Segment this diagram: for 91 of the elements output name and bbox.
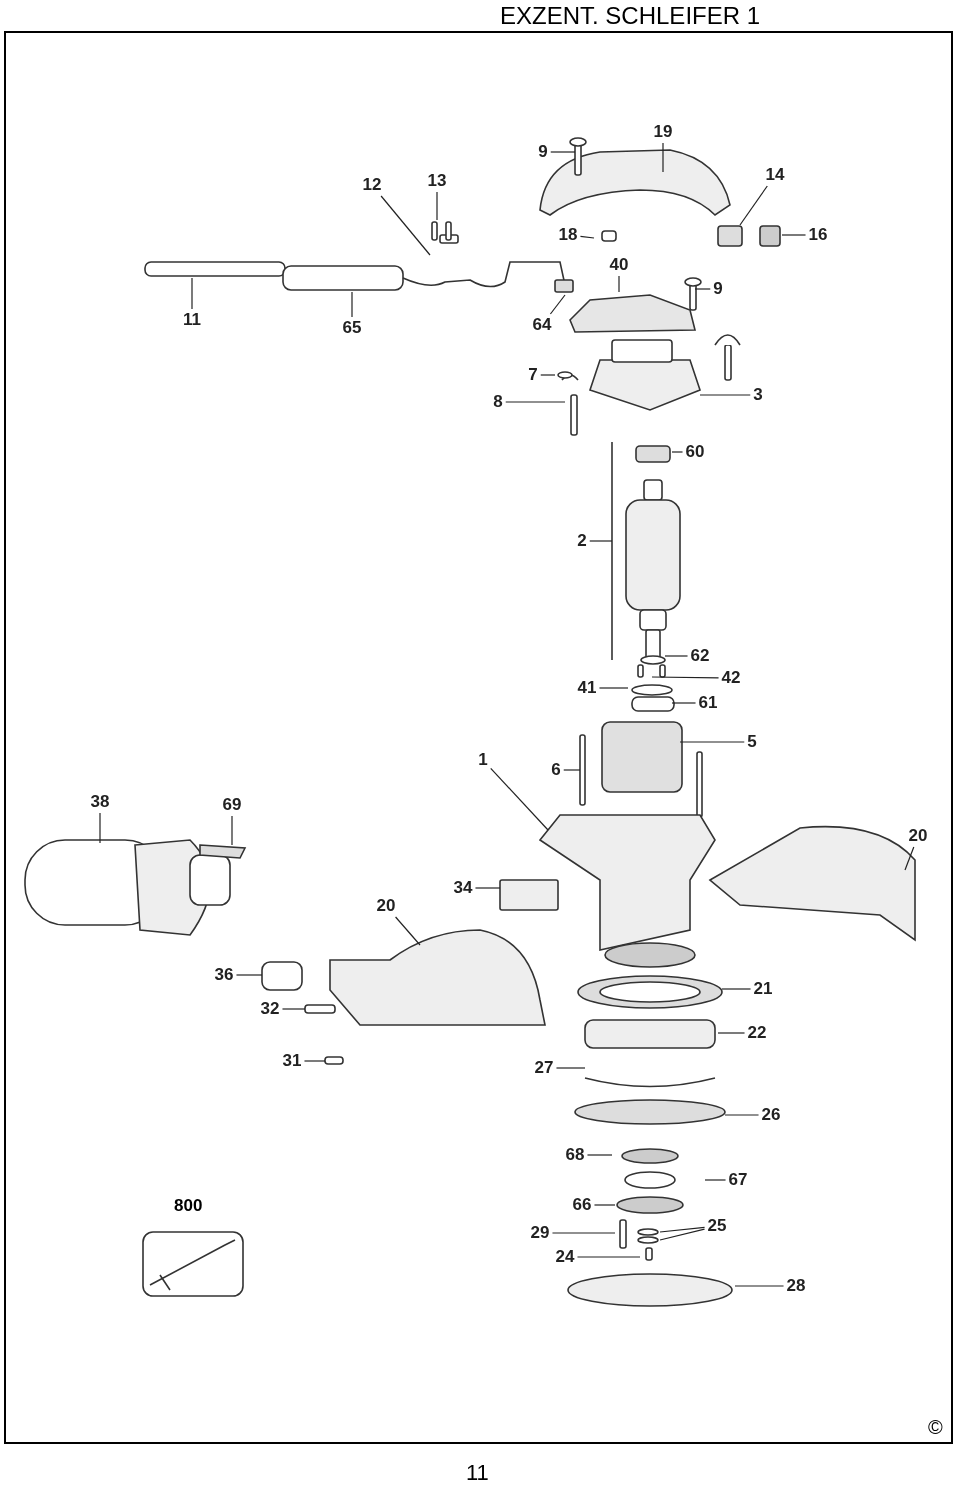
callout-number: 62 [689,647,711,665]
leader-line [694,288,711,290]
leader-line [659,1228,706,1241]
callout-number: 28 [785,1277,807,1295]
leader-line [551,1232,616,1234]
leader-line [662,142,664,173]
callout-number: 22 [746,1024,768,1042]
callout-number: 60 [684,443,706,461]
callout-number: 21 [752,980,774,998]
leader-line [380,195,431,256]
callout-number: 31 [281,1052,303,1070]
leader-line [734,1285,785,1287]
leader-line [664,655,689,657]
callout-number: 64 [531,316,553,334]
callout-number: 32 [259,1000,281,1018]
leader-line [671,451,684,453]
callout-number: 40 [608,256,630,274]
callout-number: 12 [361,176,383,194]
callout-number: 6 [550,761,562,779]
callout-number: 66 [571,1196,593,1214]
callout-number: 5 [746,733,758,751]
callout-number: 67 [727,1171,749,1189]
leader-line [235,974,263,976]
callout-number: 8 [492,393,504,411]
callout-number: 20 [375,897,397,915]
callout-number: 41 [576,679,598,697]
leader-line [576,1256,641,1258]
callout-number: 800 [174,1196,203,1216]
leader-line [281,1008,306,1010]
callout-number: 65 [341,319,363,337]
page-title: EXZENT. SCHLEIFER 1 [500,2,761,30]
leader-line [395,916,421,946]
callout-number: 34 [452,879,474,897]
callout-number: 13 [426,172,448,190]
leader-line [671,702,697,704]
leader-line [704,1179,727,1181]
leader-line [586,1154,613,1156]
callout-number: 2 [576,532,588,550]
leader-line [598,687,629,689]
leader-line [904,846,915,871]
leader-line [659,1226,706,1233]
callout-number: 1 [477,751,489,769]
callout-number: 3 [752,386,764,404]
leader-line [589,540,613,542]
callout-number: 16 [807,226,829,244]
leader-line [618,275,620,293]
callout-number: 7 [527,366,539,384]
callout-number: 19 [652,123,674,141]
callout-number: 38 [89,793,111,811]
leader-line [191,277,193,310]
leader-line [351,291,353,318]
leader-line [490,767,549,831]
callout-number: 9 [537,143,549,161]
leader-line [99,812,101,844]
leader-line [781,234,807,236]
leader-line [474,887,501,889]
callout-number: 14 [764,166,786,184]
callout-number: 26 [760,1106,782,1124]
callout-number: 42 [720,669,742,687]
callout-number: 20 [907,827,929,845]
leader-line [721,988,752,990]
callout-number: 9 [712,280,724,298]
leader-line [679,741,745,743]
callout-number: 29 [529,1224,551,1242]
leader-line [651,676,720,679]
leader-line [505,401,566,403]
callout-number: 11 [182,311,202,329]
callout-number: 18 [557,226,579,244]
leader-line [436,191,438,221]
leader-line [717,1032,746,1034]
copyright-mark: © [928,1416,943,1439]
callout-number: 25 [706,1217,728,1235]
leader-line [699,394,751,396]
leader-line [739,185,768,226]
leader-line [579,235,595,239]
callout-number: 69 [221,796,243,814]
callout-number: 24 [554,1248,576,1266]
callout-number: 61 [697,694,719,712]
leader-line [549,294,566,315]
callout-number: 27 [533,1059,555,1077]
leader-line [550,151,576,153]
leader-line [540,374,556,376]
leader-line [563,769,581,771]
leader-line [303,1060,326,1062]
page-number: 11 [466,1460,489,1486]
callout-number: 68 [564,1146,586,1164]
leader-line [724,1114,760,1116]
leader-line [593,1204,616,1206]
leader-line [555,1067,586,1069]
callout-number: 36 [213,966,235,984]
leader-line [231,815,233,846]
